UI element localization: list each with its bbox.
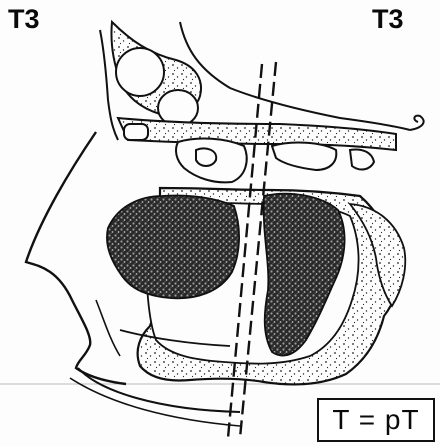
orbital-floor-band [118, 118, 396, 150]
nasal-floor-line [96, 300, 120, 356]
formula-box: T = pT [317, 398, 435, 442]
stage-label-left: T3 [8, 4, 40, 35]
tumor-mass-left [107, 195, 239, 298]
sella-hook [410, 116, 424, 130]
frontal-sinus-cavity [116, 48, 164, 96]
formula-text: T = pT [332, 404, 419, 436]
skull-base-line [180, 22, 410, 130]
stage-label-right: T3 [372, 4, 404, 35]
